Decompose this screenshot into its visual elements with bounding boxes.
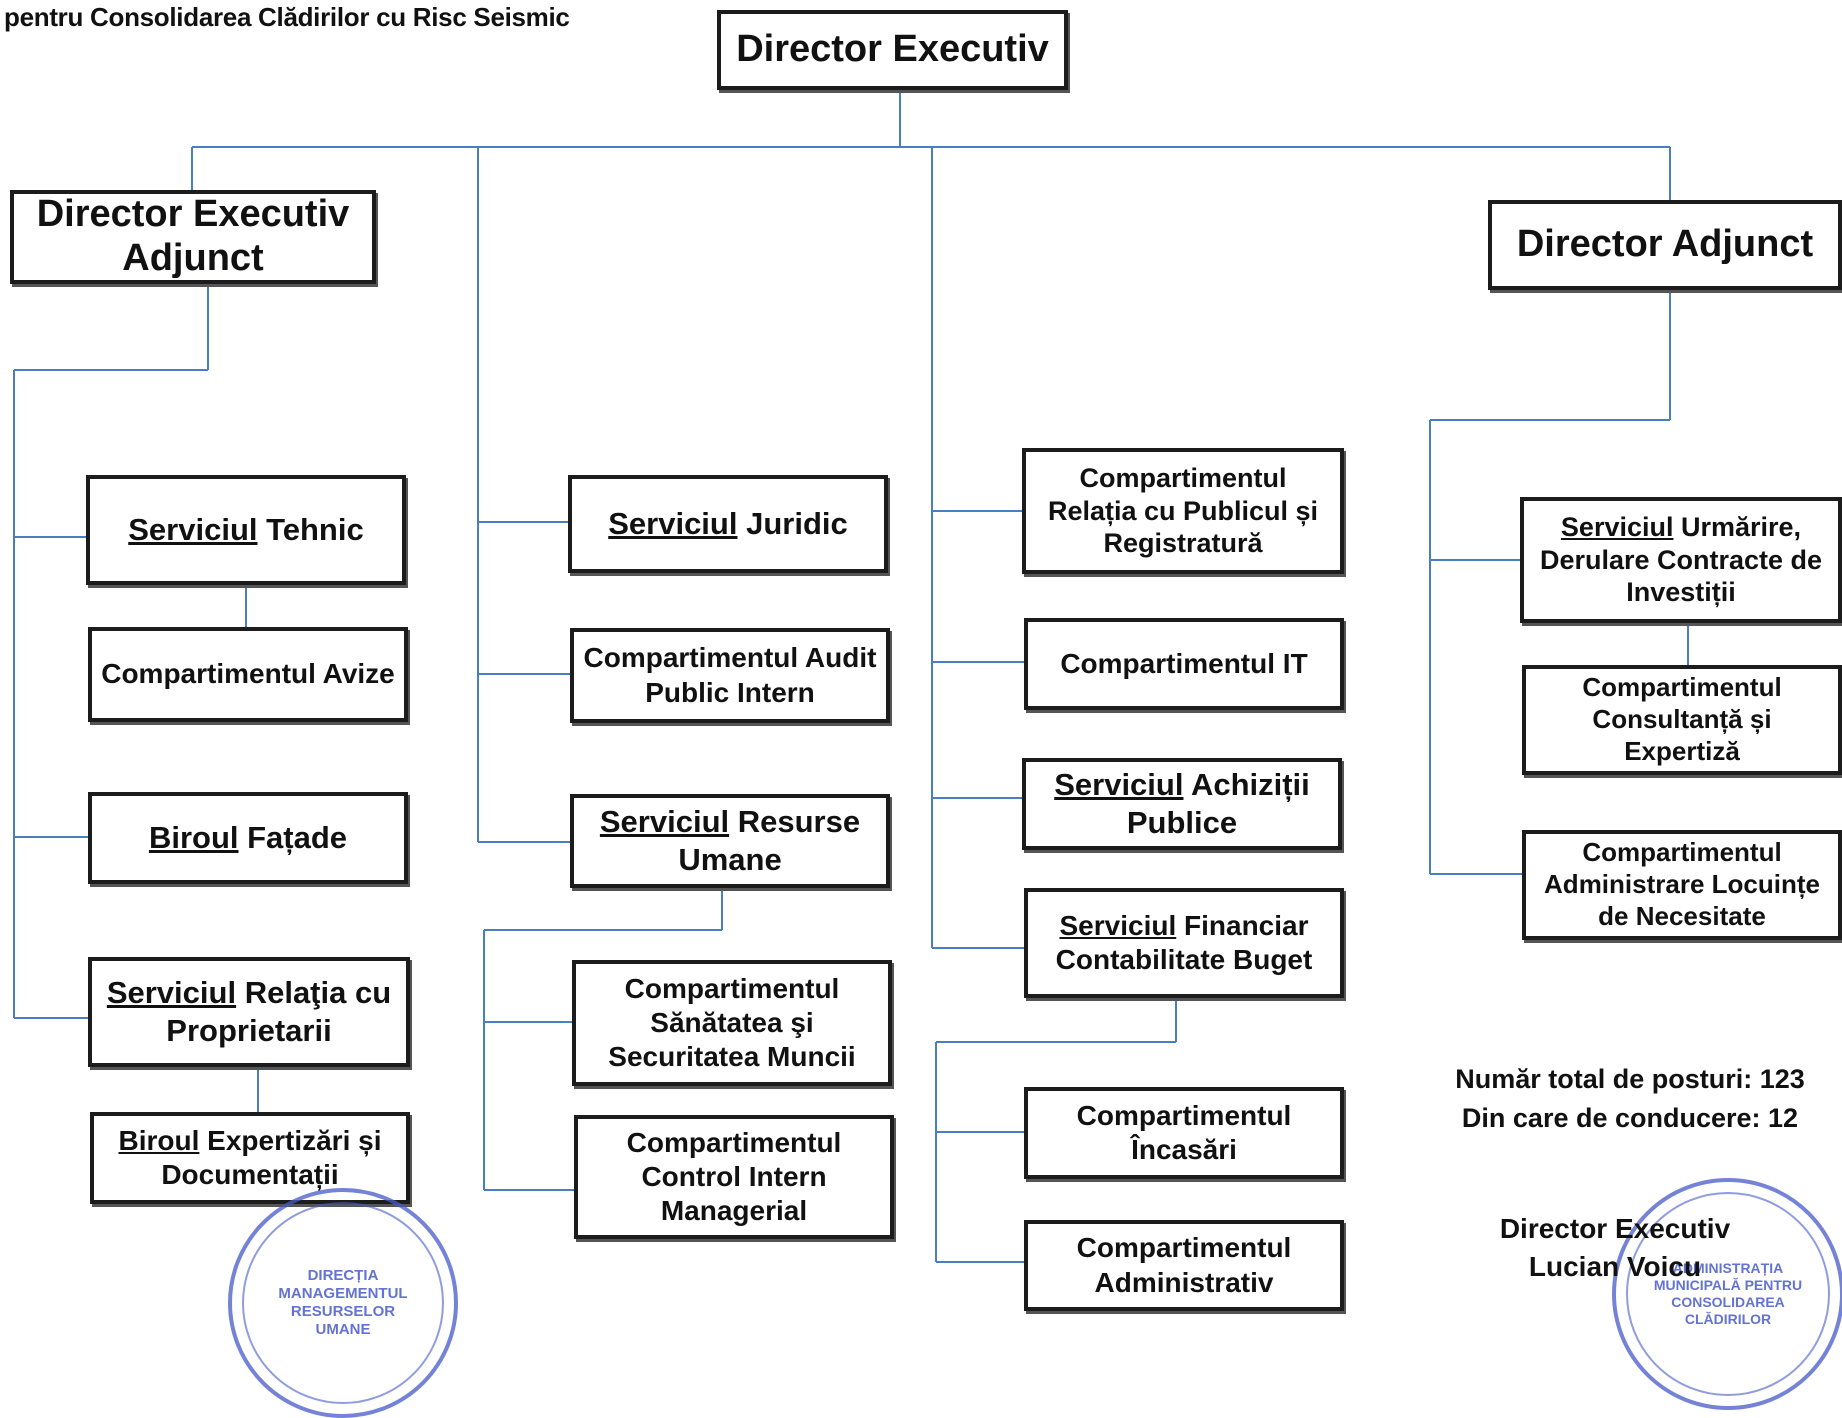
box-prefix: Serviciul xyxy=(1560,511,1674,542)
stamp-left: DIRECȚIA MANAGEMENTUL RESURSELOR UMANE xyxy=(228,1188,458,1418)
box-compartimentul-relatia-publicul: Compartimentul Relația cu Publicul și Re… xyxy=(1022,448,1344,574)
box-serviciul-relatia-proprietarii: Serviciul Relaţia cu Proprietarii xyxy=(88,957,410,1067)
box-label: Compartimentul Administrare Locuințe de … xyxy=(1544,837,1820,931)
box-label: Fațade xyxy=(247,820,348,856)
box-label: Expertizări și Documentații xyxy=(161,1124,382,1190)
box-compartimentul-incasari: Compartimentul Încasări xyxy=(1024,1087,1344,1179)
box-compartimentul-locuinte: Compartimentul Administrare Locuințe de … xyxy=(1522,830,1842,940)
post-statistics: Număr total de posturi: 123 Din care de … xyxy=(1420,1060,1840,1138)
box-label: Director Adjunct xyxy=(1516,223,1814,266)
box-prefix: Serviciul xyxy=(599,804,730,840)
signature-name: Lucian Voicu xyxy=(1528,1250,1702,1282)
box-label: Director Executiv xyxy=(736,28,1049,71)
stamp-line: MUNICIPALĂ PENTRU xyxy=(1653,1277,1803,1294)
box-serviciul-achizitii: Serviciul Achiziții Publice xyxy=(1022,758,1342,850)
box-prefix: Serviciul xyxy=(128,512,258,548)
box-label: Compartimentul Audit Public Intern xyxy=(583,642,877,708)
management-posts-text: Din care de conducere: 12 xyxy=(1461,1103,1799,1134)
box-biroul-fatade: Biroul Fațade xyxy=(88,792,408,884)
box-compartimentul-sanatate: Compartimentul Sănătatea şi Securitatea … xyxy=(572,960,892,1086)
box-compartimentul-administrativ: Compartimentul Administrativ xyxy=(1024,1220,1344,1311)
box-compartimentul-consultanta: Compartimentul Consultanță și Expertiză xyxy=(1522,665,1842,775)
total-posts-text: Număr total de posturi: 123 xyxy=(1455,1064,1805,1094)
box-label: Compartimentul Sănătatea şi Securitatea … xyxy=(608,972,856,1073)
signature-role: Director Executiv xyxy=(1499,1213,1731,1244)
stamp-line: ADMINISTRAȚIA xyxy=(1672,1260,1784,1277)
box-label: Juridic xyxy=(746,506,848,542)
box-label: Compartimentul Avize xyxy=(101,658,395,690)
page-title: pentru Consolidarea Clădirilor cu Risc S… xyxy=(4,2,570,32)
signature-block: Director Executiv Lucian Voicu xyxy=(1480,1210,1750,1286)
box-label: Financiar Contabilitate Buget xyxy=(1055,909,1313,975)
box-label: Relaţia cu Proprietarii xyxy=(166,975,392,1048)
box-label: Tehnic xyxy=(266,512,364,548)
box-compartimentul-avize: Compartimentul Avize xyxy=(88,627,408,722)
box-director-executiv-adjunct: Director Executiv Adjunct xyxy=(10,190,376,284)
box-director-adjunct: Director Adjunct xyxy=(1488,200,1842,290)
org-connector-lines xyxy=(13,90,1689,1263)
box-label: Resurse Umane xyxy=(678,804,861,877)
box-label: Compartimentul Încasări xyxy=(1076,1099,1292,1165)
stamp-line: CLĂDIRILOR xyxy=(1684,1310,1772,1327)
box-prefix: Serviciul xyxy=(1059,909,1177,941)
box-label: Achiziții Publice xyxy=(1126,767,1310,840)
box-serviciul-financiar: Serviciul Financiar Contabilitate Buget xyxy=(1024,888,1344,998)
box-label: Director Executiv Adjunct xyxy=(36,193,350,279)
box-serviciul-urmarire: Serviciul Urmărire, Derulare Contracte d… xyxy=(1520,497,1842,623)
stamp-line: DIRECȚIA xyxy=(307,1267,379,1284)
stamp-line: UMANE xyxy=(315,1321,371,1338)
stamp-line: MANAGEMENTUL xyxy=(278,1285,408,1302)
stamp-line: CONSOLIDAREA xyxy=(1671,1294,1785,1310)
box-director-executiv: Director Executiv xyxy=(717,10,1068,90)
box-compartimentul-it: Compartimentul IT xyxy=(1024,618,1344,710)
box-prefix: Serviciul xyxy=(106,975,237,1011)
box-prefix: Serviciul xyxy=(1054,767,1184,803)
box-prefix: Serviciul xyxy=(608,506,738,542)
box-compartimentul-control-intern: Compartimentul Control Intern Managerial xyxy=(574,1115,894,1239)
stamp-line: RESURSELOR xyxy=(290,1303,396,1320)
box-compartimentul-audit: Compartimentul Audit Public Intern xyxy=(570,628,890,723)
box-label: Compartimentul IT xyxy=(1060,647,1308,679)
box-label: Urmărire, Derulare Contracte de Investiț… xyxy=(1539,511,1823,608)
box-serviciul-resurse-umane: Serviciul Resurse Umane xyxy=(570,794,890,888)
box-prefix: Biroul xyxy=(148,820,239,856)
box-label: Compartimentul Consultanță și Expertiză xyxy=(1582,672,1782,766)
box-prefix: Biroul xyxy=(118,1124,200,1156)
box-serviciul-juridic: Serviciul Juridic xyxy=(568,475,888,573)
box-label: Compartimentul Administrativ xyxy=(1076,1232,1292,1298)
box-serviciul-tehnic: Serviciul Tehnic xyxy=(86,475,406,585)
box-biroul-expertizari: Biroul Expertizări și Documentații xyxy=(90,1112,410,1204)
box-label: Compartimentul Relația cu Publicul și Re… xyxy=(1047,462,1319,559)
box-label: Compartimentul Control Intern Managerial xyxy=(626,1126,842,1227)
